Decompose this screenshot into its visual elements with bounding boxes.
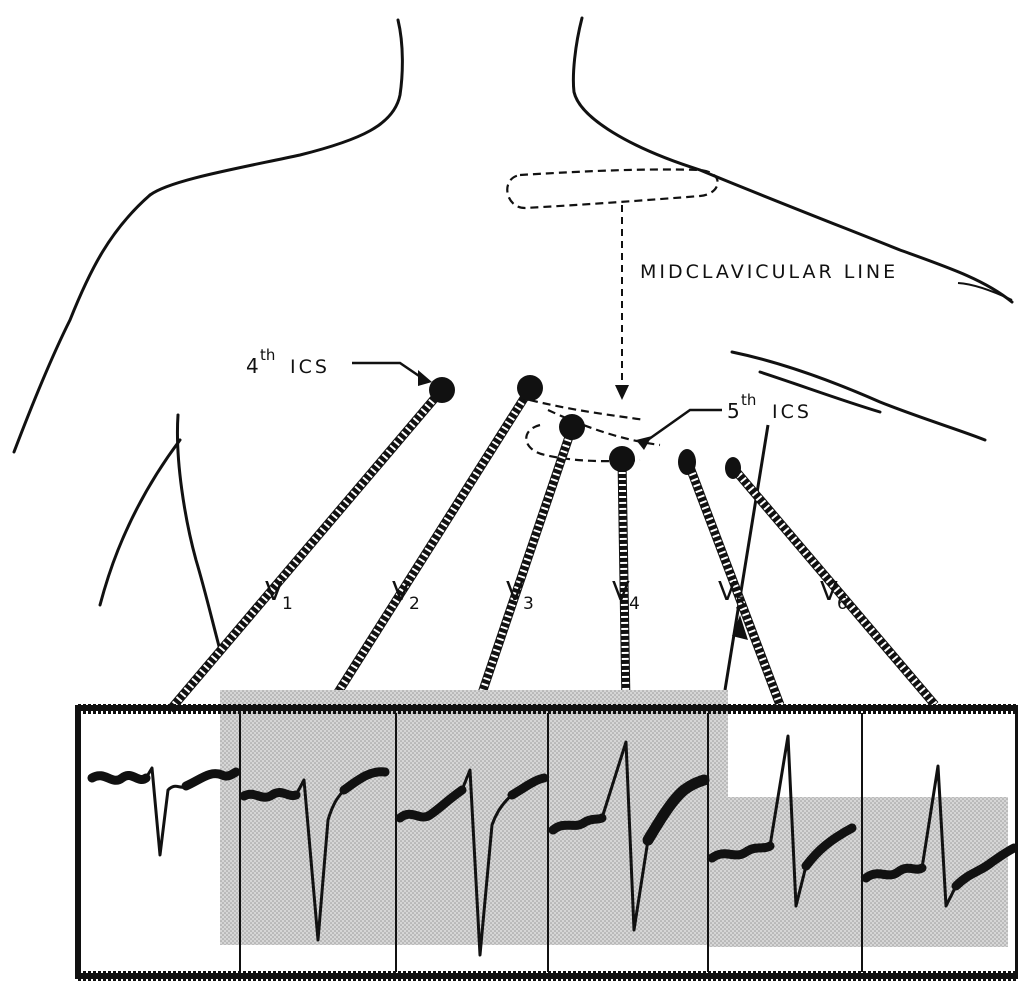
svg-text:th: th (260, 346, 275, 364)
neck-left (150, 20, 402, 195)
electrode-v2 (517, 375, 543, 401)
ecg-trace-v1-qrs (146, 768, 186, 855)
rib-outlines (507, 169, 717, 461)
left-side (177, 415, 220, 650)
svg-text:5: 5 (735, 594, 746, 614)
svg-text:2: 2 (409, 594, 420, 614)
torso-outline (14, 18, 1012, 650)
ics4-leader (352, 363, 425, 380)
svg-text:V: V (392, 577, 410, 607)
ics5-leader (642, 410, 722, 444)
ecg-strip (78, 690, 1018, 976)
lead-label-v1: V 1 (265, 577, 293, 614)
ics5-label: 5 th ICS (727, 391, 812, 423)
left-shoulder-arm (14, 195, 150, 452)
electrode-v5 (678, 449, 696, 475)
svg-text:1: 1 (282, 594, 293, 614)
lead-wires (170, 392, 935, 710)
ecg-shading-v5-v6 (708, 797, 1008, 947)
svg-text:4: 4 (246, 354, 259, 378)
lead-labels: V 1 V 2 V 3 V 4 V 5 V 6 (265, 577, 848, 614)
ics4-arrow-icon (418, 370, 432, 386)
lead-label-v6: V 6 (820, 577, 848, 614)
ics4-label: 4 th ICS (246, 346, 330, 378)
electrode-v6 (725, 457, 741, 479)
electrodes (429, 375, 741, 479)
ecg-trace-v1 (92, 775, 146, 780)
neck-right (573, 18, 1012, 302)
svg-text:5: 5 (727, 399, 740, 423)
svg-text:3: 3 (523, 594, 534, 614)
midclavicular-arrow-icon (615, 385, 629, 400)
ecg-trace-v2 (244, 792, 296, 797)
svg-text:V: V (265, 577, 283, 607)
svg-text:6: 6 (837, 594, 848, 614)
svg-text:V: V (718, 577, 736, 607)
electrode-v3 (559, 414, 585, 440)
svg-text:ICS: ICS (290, 356, 330, 378)
svg-text:V: V (612, 577, 630, 607)
svg-text:4: 4 (629, 594, 640, 614)
rib-outline-upper (530, 400, 645, 420)
ecg-shading-v2-panel (220, 710, 240, 865)
right-chest-contour (732, 352, 985, 440)
svg-text:V: V (820, 577, 838, 607)
clavicle-outline (507, 169, 717, 208)
svg-text:th: th (741, 391, 756, 409)
electrode-v4 (609, 446, 635, 472)
svg-text:V: V (506, 577, 524, 607)
svg-text:ICS: ICS (772, 401, 812, 423)
left-arm-inner (100, 440, 180, 605)
ecg-shading-v4-lower-fill (548, 865, 708, 945)
midclavicular-label: MIDCLAVICULAR LINE (640, 261, 898, 283)
electrode-v1 (429, 377, 455, 403)
